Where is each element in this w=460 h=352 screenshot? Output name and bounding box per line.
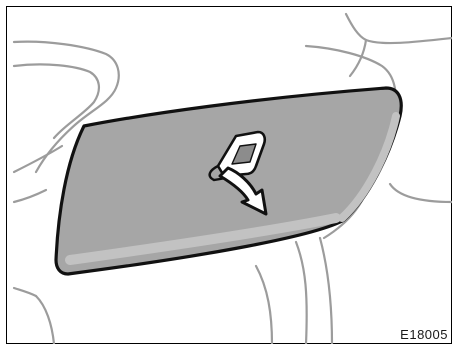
glove-box-illustration <box>6 6 452 344</box>
figure-code: E18005 <box>400 327 448 342</box>
